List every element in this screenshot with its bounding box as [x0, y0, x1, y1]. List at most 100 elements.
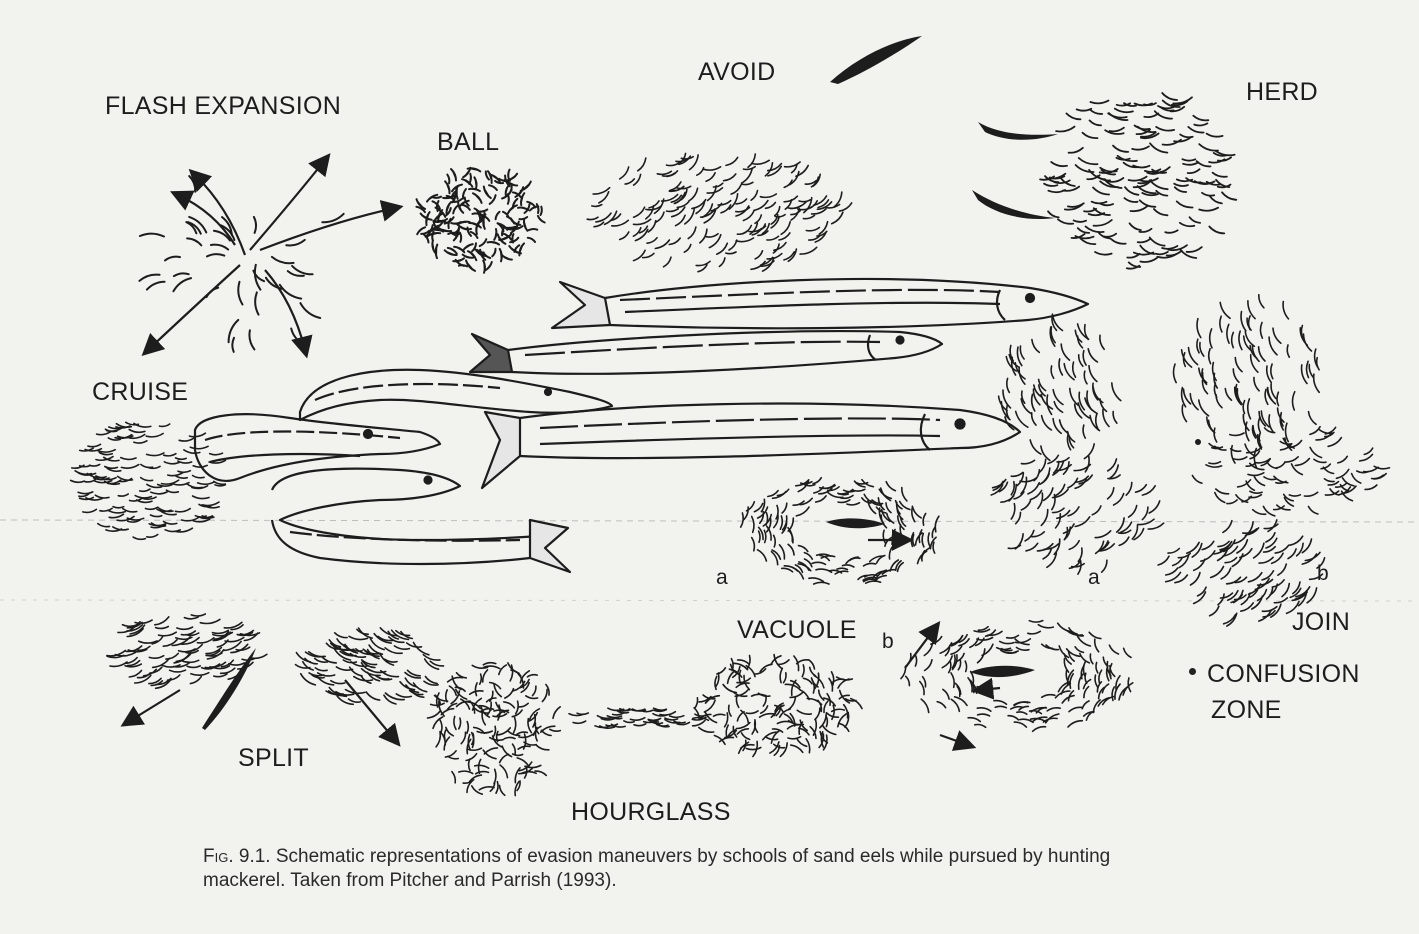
sand-eel-mark: [75, 471, 91, 474]
sand-eel-mark: [1100, 335, 1104, 349]
sand-eel-mark: [206, 648, 221, 654]
sand-eel-mark: [1259, 347, 1265, 361]
sand-eel-mark: [1099, 670, 1102, 683]
sand-eel-mark: [1075, 647, 1083, 653]
sand-eel-mark: [866, 581, 881, 583]
sand-eel-mark: [1261, 411, 1269, 427]
sand-eel-mark: [512, 234, 513, 242]
sand-eel-mark: [1150, 180, 1168, 189]
sand-eel-mark: [1056, 127, 1074, 132]
sand-eel-mark: [625, 179, 634, 184]
sand-eel-mark: [195, 516, 206, 517]
sand-eel-mark: [912, 506, 921, 518]
sand-eel-mark: [1249, 316, 1251, 330]
sand-eel-mark: [657, 171, 671, 174]
sand-eel-mark: [106, 529, 122, 531]
sand-eel-mark: [519, 734, 534, 738]
sand-eel-mark: [1223, 521, 1232, 533]
sand-eel-mark: [885, 537, 892, 546]
sand-eel-mark: [1033, 727, 1046, 732]
sand-eel-mark: [1295, 459, 1309, 466]
sand-eel-mark: [1285, 457, 1299, 462]
sand-eel-mark: [677, 202, 688, 208]
sand-eel-mark: [1242, 496, 1251, 502]
label-cruise: CRUISE: [92, 378, 188, 407]
sand-eel-mark: [620, 167, 629, 179]
sand-eel-mark: [906, 676, 910, 685]
sand-eel-mark: [156, 627, 169, 629]
sand-eel-mark: [1014, 722, 1026, 727]
sand-eel-mark: [781, 222, 790, 235]
sand-eel-mark: [1233, 369, 1239, 382]
sand-eel-mark: [774, 535, 776, 547]
sand-eel-mark: [741, 513, 744, 527]
sand-eel-mark: [824, 701, 828, 712]
sand-eel-mark: [784, 196, 797, 202]
sand-eel-mark: [1114, 494, 1124, 505]
sand-eel-mark: [1262, 571, 1273, 580]
sand-eel-mark: [105, 467, 118, 469]
predator-fish-avoid: [830, 36, 922, 84]
sand-eel-mark: [771, 217, 779, 228]
sand-eel-mark: [1021, 460, 1034, 464]
sand-eel-mark: [902, 488, 907, 501]
sand-eel-mark: [620, 232, 629, 240]
sand-eel-mark: [504, 737, 515, 738]
sand-eel-mark: [804, 678, 813, 684]
sand-eel-mark: [1214, 428, 1217, 442]
sand-eel-mark: [1070, 388, 1078, 405]
sand-eel-mark: [1221, 568, 1231, 579]
sand-eel-mark: [1138, 239, 1151, 243]
sand-eel-mark: [454, 717, 456, 730]
label-avoid: AVOID: [698, 58, 775, 87]
sand-eel-mark: [151, 492, 167, 494]
sand-eel-mark: [1162, 93, 1177, 100]
sand-eel-mark: [1289, 495, 1300, 496]
sand-eel-mark: [1372, 475, 1384, 479]
sand-eel-mark: [1231, 446, 1235, 463]
label-vacuole: VACUOLE: [737, 616, 857, 645]
flash-arrow: [250, 160, 325, 250]
sand-eel-mark: [432, 232, 433, 241]
sand-eel-mark: [466, 754, 477, 761]
sand-eel-mark: [1113, 146, 1128, 152]
sand-eel-mark: [782, 503, 787, 513]
sand-eel-mark: [634, 250, 646, 260]
sand-eel-mark: [134, 441, 147, 443]
sand-eel-mark: [1148, 523, 1164, 529]
sand-eel-mark: [742, 169, 753, 183]
sand-eel-mark: [803, 215, 814, 218]
sand-eel-mark: [729, 705, 731, 716]
sand-eel-mark: [1225, 389, 1231, 401]
join-a-school: [991, 314, 1163, 574]
sand-eel-mark: [135, 620, 152, 623]
sand-eel-mark: [767, 254, 782, 259]
sand-eel-mark: [624, 721, 634, 723]
sand-eel-mark: [1150, 238, 1165, 246]
sand-eel-mark: [820, 486, 835, 489]
sand-eel-mark: [190, 433, 206, 437]
sand-eel-mark: [978, 627, 988, 631]
sand-eel-mark: [693, 720, 705, 725]
sand-eel-mark: [685, 209, 694, 224]
sand-eel-mark: [414, 643, 429, 655]
sand-eel-mark: [669, 238, 680, 244]
sand-eel-mark: [1266, 533, 1275, 542]
sand-eel-mark: [527, 675, 537, 677]
hunting-mackerel-group: [195, 279, 1088, 572]
sand-eel-mark: [755, 251, 762, 259]
sand-eel-mark: [452, 772, 455, 783]
sand-eel-mark: [797, 710, 811, 714]
sand-eel-mark: [1193, 116, 1208, 121]
split-school: [107, 614, 444, 704]
sand-eel-mark: [141, 478, 153, 481]
sand-eel-mark: [147, 535, 158, 538]
sand-eel-mark: [704, 167, 721, 170]
vacuole-a-school: [741, 478, 939, 584]
sand-eel-mark: [1109, 645, 1118, 654]
sand-eel-mark: [695, 698, 698, 709]
sand-eel-mark: [461, 732, 465, 744]
sand-eel-mark: [638, 158, 646, 171]
sand-eel-mark: [1093, 187, 1109, 194]
